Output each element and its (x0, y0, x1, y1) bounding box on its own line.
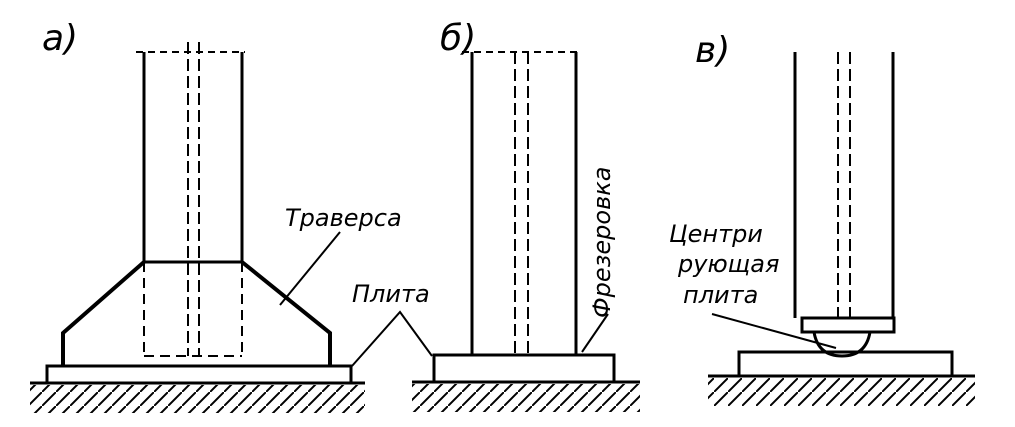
base-plate-a (45, 364, 353, 385)
plate-leader (351, 310, 433, 367)
base-plate-b (432, 353, 616, 384)
panel-b (412, 51, 640, 412)
plate-label: Плита (352, 280, 430, 308)
bearing-plate-v (800, 316, 896, 334)
ground-hatch-a (30, 385, 365, 413)
panel-a (30, 42, 365, 413)
centering-label-line2: рующая (677, 250, 779, 278)
column-a (136, 42, 245, 356)
panel-a-letter: а) (42, 18, 78, 59)
panel-v (708, 52, 975, 406)
centering-label-line3: плита (683, 281, 758, 309)
column-b (462, 51, 582, 354)
milling-leader (581, 313, 609, 353)
milling-label: Фрезеровка (588, 167, 616, 318)
panel-v-letter: в) (695, 30, 730, 71)
ground-hatch-b (412, 384, 640, 412)
panel-b-letter: б) (440, 18, 476, 59)
centering-leader (711, 313, 837, 349)
traverse-leader (279, 231, 341, 306)
column-v (793, 52, 895, 318)
traverse-a (61, 260, 332, 366)
centering-label-line1: Центри (669, 220, 763, 248)
traverse-label: Траверса (285, 204, 402, 232)
ground-hatch-v (708, 378, 975, 406)
